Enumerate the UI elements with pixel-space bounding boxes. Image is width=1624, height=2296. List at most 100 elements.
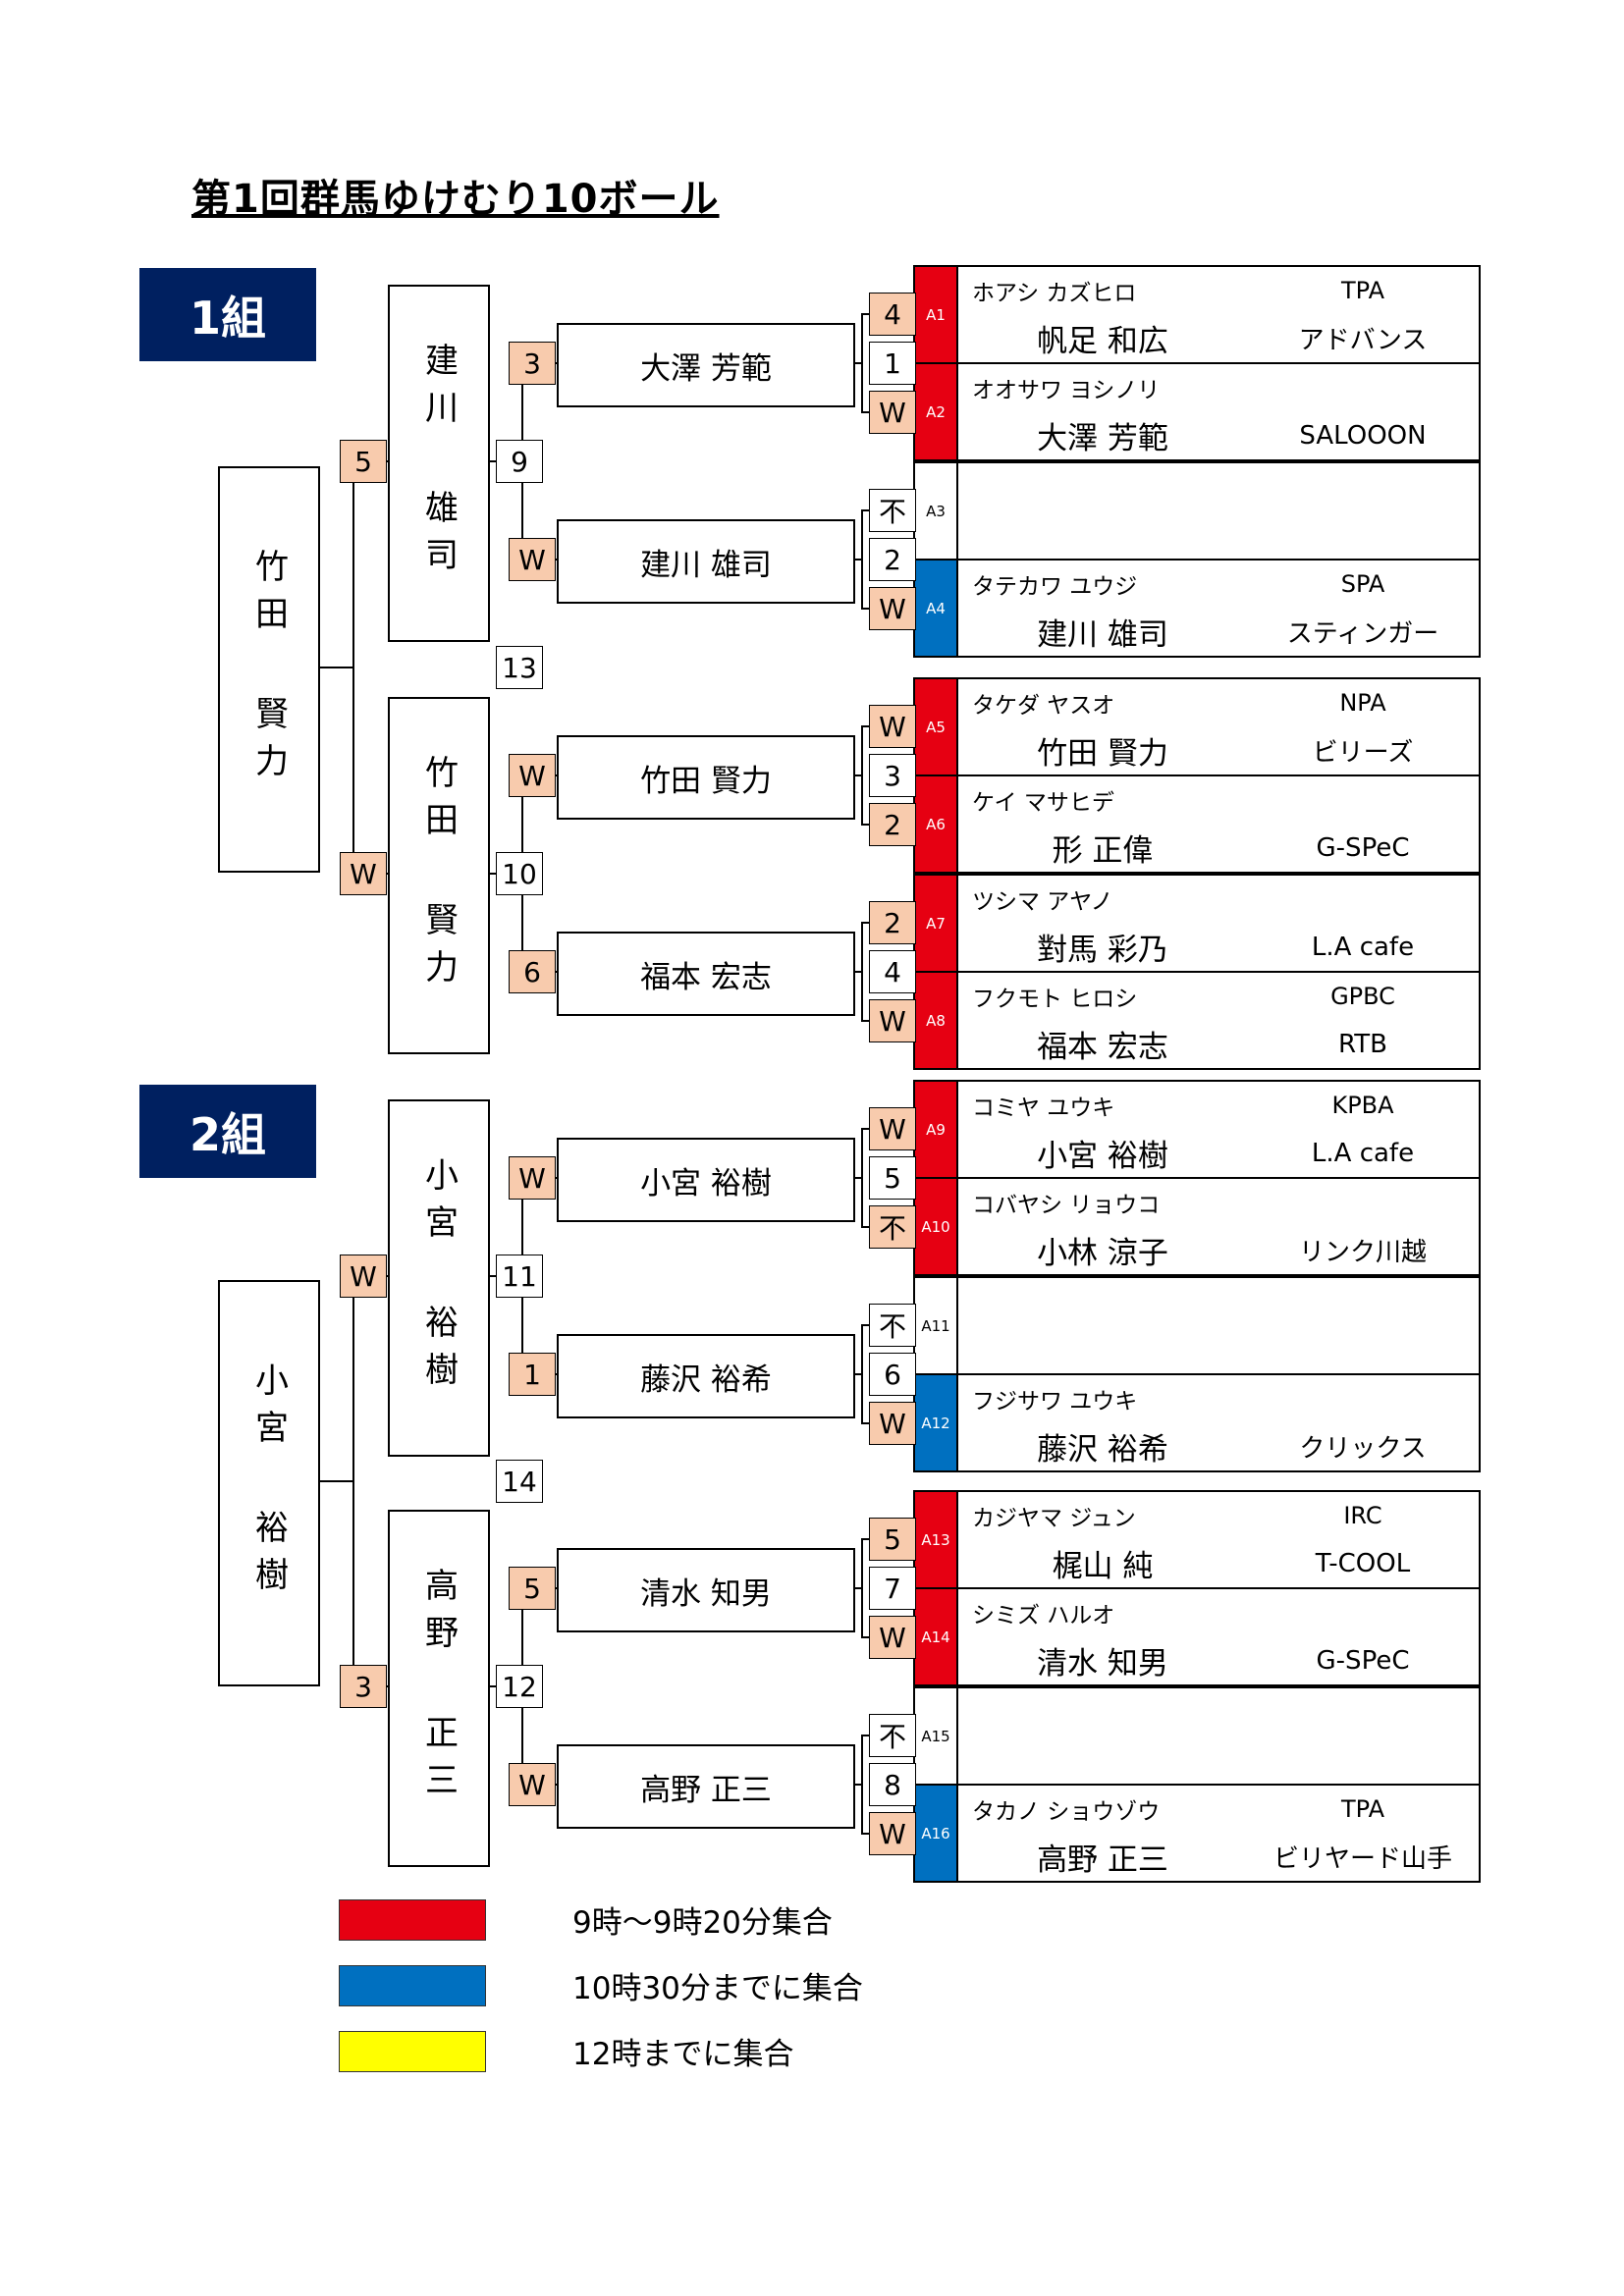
score-box: W <box>509 538 556 581</box>
group2-badge: 2組 <box>139 1085 316 1178</box>
bracket-line <box>851 362 861 364</box>
score-box: W <box>869 1402 916 1445</box>
entry-player-name: 福本 宏志 <box>1037 1030 1168 1066</box>
entry-kana-name: フジサワ ユウキ <box>972 1389 1138 1415</box>
entry-pair: A11 A12 フジサワ ユウキ 藤沢 裕希クリックス <box>913 1276 1481 1472</box>
entry-player-name: 小宮 裕樹 <box>1037 1139 1168 1175</box>
entry-player-name: 小林 涼子 <box>1037 1236 1168 1272</box>
legend-item: 12時までに集合 <box>339 2029 793 2073</box>
entry-slot-label: A3 <box>915 463 958 559</box>
entry-association: TPA <box>1340 277 1384 305</box>
entry-row: A9 コミヤ ユウキ KPBA 小宮 裕樹 L.A cafe <box>915 1082 1479 1177</box>
entry-player-name: 形 正偉 <box>1052 833 1154 870</box>
entry-association: SPA <box>1340 570 1385 599</box>
bracket-line <box>851 1587 861 1589</box>
match-number: 2 <box>869 538 916 581</box>
score-box: W <box>869 999 916 1042</box>
score-box: 6 <box>509 950 556 993</box>
legend-red-swatch <box>339 1898 486 1941</box>
score-box: W <box>869 1616 916 1659</box>
entry-kana-name: タケダ ヤスオ <box>972 693 1115 720</box>
bracket-line <box>851 1177 861 1179</box>
entry-kana-name: オオサワ ヨシノリ <box>972 378 1161 404</box>
match-number: 9 <box>496 440 543 483</box>
entry-slot-label: A13 <box>915 1492 958 1587</box>
bracket-line <box>861 1128 863 1228</box>
score-box: 1 <box>509 1353 556 1396</box>
entry-row: A12 フジサワ ユウキ 藤沢 裕希クリックス <box>915 1373 1479 1470</box>
score-box: W <box>869 1107 916 1150</box>
legend-label: 10時30分までに集合 <box>572 1971 863 2006</box>
bracket-line <box>851 774 861 776</box>
entry-kana-name: ツシマ アヤノ <box>972 889 1113 916</box>
entry-slot-label: A14 <box>915 1589 958 1684</box>
entry-team: SALOOON <box>1299 420 1427 451</box>
bracket-line <box>352 1275 354 1687</box>
score-box: 不 <box>869 1304 916 1347</box>
entry-association: KPBA <box>1331 1092 1394 1120</box>
match-number: 8 <box>869 1763 916 1806</box>
bracket-line <box>851 559 861 561</box>
score-box: 5 <box>509 1567 556 1610</box>
score-box: W <box>509 1763 556 1806</box>
entry-player-name: 清水 知男 <box>1037 1646 1168 1682</box>
entry-row: A10 コバヤシ リョウコ 小林 涼子リンク川越 <box>915 1177 1479 1274</box>
entry-team: クリックス <box>1299 1434 1427 1465</box>
round2-winner-box: 藤沢 裕希 <box>557 1334 855 1418</box>
entry-association: GPBC <box>1330 983 1395 1011</box>
match-number: 12 <box>496 1665 543 1708</box>
legend-item: 10時30分までに集合 <box>339 1963 863 2007</box>
entry-team: L.A cafe <box>1311 1138 1415 1168</box>
entry-kana-name: ホアシ カズヒロ <box>972 281 1137 307</box>
entry-slot-label: A9 <box>915 1082 958 1177</box>
round2-winner-box: 竹田 賢力 <box>557 735 855 820</box>
score-box: W <box>869 1812 916 1855</box>
entry-slot-label: A16 <box>915 1786 958 1881</box>
round2-winner-box: 高野 正三 <box>557 1744 855 1829</box>
entry-kana-name: フクモト ヒロシ <box>972 987 1138 1013</box>
bracket-line <box>861 922 863 1022</box>
entry-team: L.A cafe <box>1311 932 1415 962</box>
entry-player-name: 建川 雄司 <box>1037 617 1168 654</box>
entry-team: RTB <box>1338 1029 1387 1059</box>
entry-slot-label: A11 <box>915 1278 958 1373</box>
score-box: W <box>340 1255 387 1298</box>
bracket-line <box>851 971 861 973</box>
score-box: W <box>869 587 916 630</box>
entry-team: ビリーズ <box>1312 738 1414 769</box>
entry-player-name: 藤沢 裕希 <box>1037 1432 1168 1468</box>
entry-player-name: 對馬 彩乃 <box>1037 933 1168 969</box>
entry-slot-label: A7 <box>915 876 958 971</box>
score-box: 不 <box>869 1714 916 1757</box>
entry-association: TPA <box>1340 1795 1384 1824</box>
score-box: 不 <box>869 1205 916 1249</box>
legend-blue-swatch <box>339 1964 486 2006</box>
bracket-line <box>316 1480 352 1482</box>
entry-slot-label: A6 <box>915 776 958 872</box>
entry-kana-name: コミヤ ユウキ <box>972 1095 1115 1122</box>
bracket-line <box>861 313 863 413</box>
score-box: 5 <box>869 1518 916 1561</box>
entry-kana-name: タカノ ショウゾウ <box>972 1799 1161 1826</box>
score-box: W <box>869 391 916 434</box>
entry-slot-label: A5 <box>915 679 958 774</box>
score-box: W <box>869 705 916 748</box>
round3-winner-box: 小宮 裕樹 <box>388 1099 490 1457</box>
score-box: 2 <box>869 901 916 944</box>
entry-row: A15 <box>915 1688 1479 1784</box>
score-box: 不 <box>869 489 916 532</box>
score-box: W <box>509 1156 556 1200</box>
bracket-line <box>861 509 863 610</box>
